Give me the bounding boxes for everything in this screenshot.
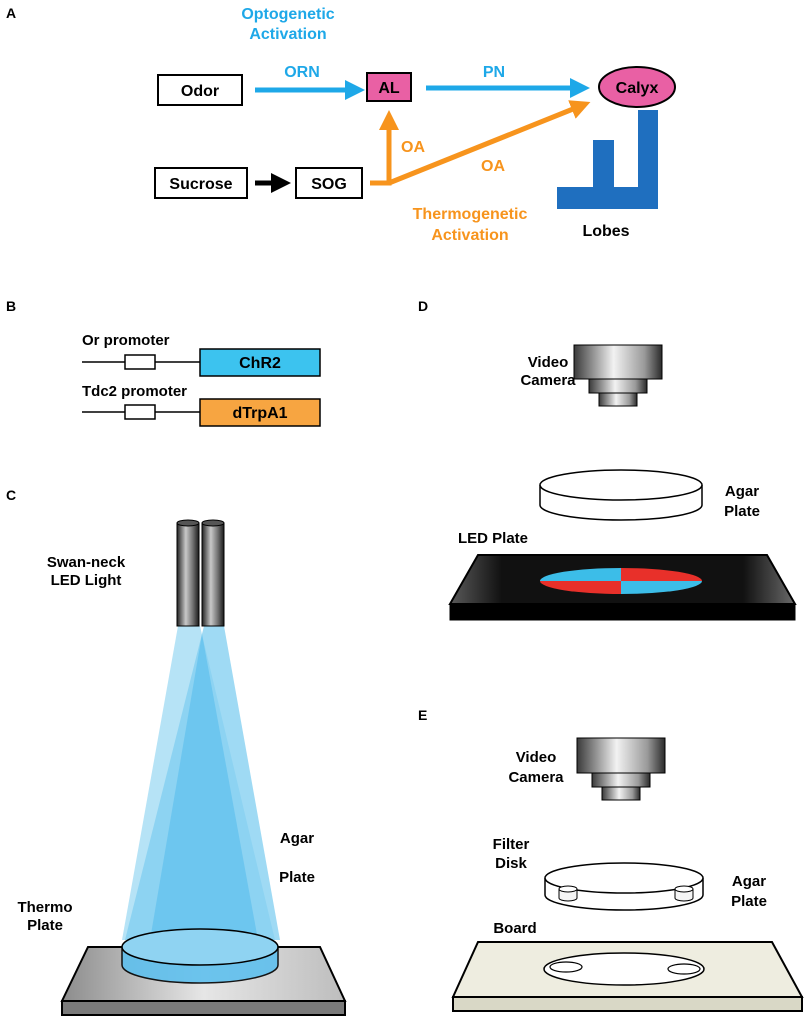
sog-label: SOG (311, 176, 347, 193)
led-light-label-line2: LED Light (51, 572, 122, 589)
camera-e-label-line1: Video (516, 749, 557, 766)
board-disk-slot-left (549, 961, 583, 973)
dtrpa1-box (199, 398, 321, 427)
agar-plate-e-top (544, 862, 704, 894)
panel-a-letter: A (6, 5, 16, 21)
sog-box (295, 167, 363, 199)
camera-e (576, 737, 666, 801)
thermogenetic-label-line2: Activation (431, 227, 508, 244)
led-tube-left-top (176, 519, 200, 527)
panel-b: B Or promoter ChR2 Tdc2 promoter dTrpA1 (6, 298, 321, 427)
calyx-ellipse (598, 66, 676, 108)
board-disk-slot-right (667, 963, 701, 975)
agar-plate-d-top (539, 469, 703, 501)
agar-plate-d-label-line2: Plate (724, 503, 760, 520)
agar-plate-c-label-line1: Agar (280, 830, 314, 847)
filter-disk-label-line1: Filter (493, 836, 530, 853)
panel-c: C Swan-neck LED Light Agar Plate Thermo … (6, 487, 347, 1016)
agar-plate-e-label-line2: Plate (731, 893, 767, 910)
mushroom-body-lobes (557, 110, 658, 209)
panel-a: A Optogenetic Activation Odor ORN AL PN … (6, 5, 676, 244)
panel-e: E Video Camera Filter Disk Agar Plate Bo… (418, 707, 804, 1012)
led-tube-right (201, 522, 225, 627)
filter-disk-left (558, 885, 578, 902)
agar-plate-e-label-line1: Agar (732, 873, 766, 890)
lobes-label: Lobes (582, 223, 629, 240)
thermo-plate-label-line1: Thermo (17, 899, 72, 916)
camera-d (573, 344, 663, 407)
calyx-label: Calyx (616, 80, 659, 97)
panel-b-letter: B (6, 298, 16, 314)
led-plate-side (449, 603, 796, 621)
board-label: Board (493, 920, 536, 937)
led-plate-label: LED Plate (458, 530, 528, 547)
or-promoter-box (124, 354, 156, 370)
panel-d-letter: D (418, 298, 428, 314)
led-light-label-line1: Swan-neck (47, 554, 126, 571)
camera-e-label-line2: Camera (508, 769, 564, 786)
thermogenetic-label-line1: Thermogenetic (413, 206, 528, 223)
panel-e-letter: E (418, 707, 427, 723)
odor-box (157, 74, 243, 106)
al-label: AL (378, 80, 400, 97)
board-plate-slot (543, 952, 705, 986)
or-promoter-label: Or promoter (82, 332, 170, 349)
tdc2-promoter-label: Tdc2 promoter (82, 383, 187, 400)
oa-up-label: OA (401, 139, 425, 156)
thermo-plate-side (61, 1000, 346, 1016)
camera-d-label-line2: Camera (520, 372, 576, 389)
chr2-box (199, 348, 321, 377)
led-tube-right-top (201, 519, 225, 527)
agar-plate-c-top (121, 928, 279, 966)
thermo-plate-label-line2: Plate (27, 917, 63, 934)
filter-disk-right (674, 885, 694, 902)
pn-label: PN (483, 64, 505, 81)
tdc2-promoter-box (124, 404, 156, 420)
led-tube-left (176, 522, 200, 627)
filter-disk-label-line2: Disk (495, 855, 527, 872)
panel-c-letter: C (6, 487, 16, 503)
oa-to-calyx-arrow (388, 100, 591, 186)
al-box (366, 72, 412, 102)
orn-label: ORN (284, 64, 320, 81)
light-cone-overlap (150, 634, 258, 940)
board-side (452, 996, 803, 1012)
agar-plate-c-label-line2: Plate (279, 869, 315, 886)
led-plate-disc (540, 568, 702, 594)
oa-to-al-arrow (370, 110, 399, 186)
sucrose-label: Sucrose (169, 176, 232, 193)
optogenetic-label-line2: Activation (249, 26, 326, 43)
dtrpa1-label: dTrpA1 (232, 405, 287, 422)
camera-d-label-line1: Video (528, 354, 569, 371)
oa-diag-label: OA (481, 158, 505, 175)
odor-label: Odor (181, 83, 219, 100)
chr2-label: ChR2 (239, 355, 281, 372)
sucrose-box (154, 167, 248, 199)
optogenetic-label-line1: Optogenetic (241, 6, 334, 23)
agar-plate-d-label-line1: Agar (725, 483, 759, 500)
panel-d: D Video Camera Agar Plate LED Plate (418, 298, 797, 621)
